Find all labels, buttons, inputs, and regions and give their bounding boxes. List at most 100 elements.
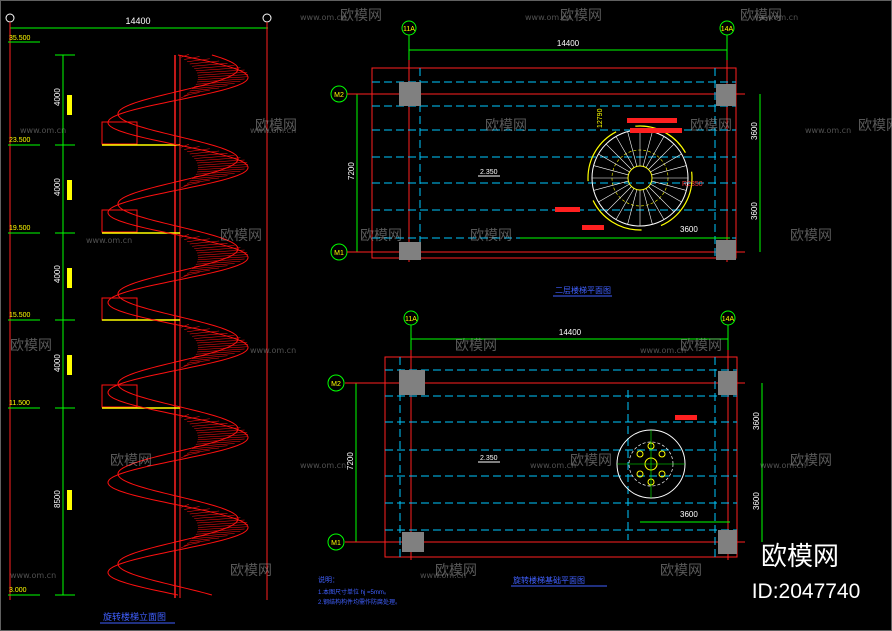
watermark-text: 欧模网 <box>340 8 382 24</box>
stair-tread <box>181 364 190 369</box>
stair-tread <box>195 157 241 162</box>
stair-tread <box>195 170 241 175</box>
watermark-text: 欧模网 <box>435 563 477 579</box>
watermark-text: 欧模网 <box>220 228 262 244</box>
upper-plan-title: 二层楼梯平面图 <box>555 285 611 295</box>
stair-tread <box>189 150 220 155</box>
stair-tread <box>194 533 235 537</box>
stair-tread <box>181 413 190 418</box>
watermark-site: www.om.cn <box>300 13 346 22</box>
svg-text:14A: 14A <box>722 316 735 323</box>
watermark-text: 欧模网 <box>858 118 892 134</box>
stair-tread <box>197 519 245 524</box>
stair-tread <box>184 452 200 456</box>
svg-text:23.500: 23.500 <box>9 137 31 144</box>
upper-bottom-dim: 3600 <box>680 225 698 234</box>
stair-tread <box>181 143 190 148</box>
stair-tread <box>195 260 241 265</box>
stair-tread <box>184 182 200 186</box>
upper-right-dim-2: 3600 <box>750 202 759 220</box>
watermark-site: www.om.cn <box>752 13 798 22</box>
stair-tread <box>184 506 200 510</box>
spiral-tread-line <box>645 188 665 220</box>
stair-tread <box>194 245 235 249</box>
stair-tread <box>187 418 210 423</box>
spiral-tread-line <box>627 189 638 225</box>
lower-right-dim-1: 3600 <box>752 412 761 430</box>
spiral-tread-line <box>642 189 653 225</box>
upper-columns <box>399 82 736 260</box>
level-mark-1: 35.500 <box>8 35 40 43</box>
watermark-text: 欧模网 <box>790 453 832 469</box>
stair-tread <box>189 357 220 362</box>
level-mark-2: 23.500 <box>8 137 40 146</box>
watermark-text: 欧模网 <box>740 8 782 24</box>
watermark-site: www.om.cn <box>10 571 56 580</box>
stair-tread <box>197 431 248 436</box>
svg-text:M2: M2 <box>334 92 344 99</box>
lower-right-dim-2: 3600 <box>752 492 761 510</box>
axis-bubble-m2-lower <box>327 374 345 392</box>
watermark-site: www.om.cn <box>420 571 466 580</box>
stair-tread <box>187 89 210 94</box>
lower-plan-title: 旋转楼梯基础平面图 <box>513 575 585 585</box>
stair-tread <box>197 521 248 526</box>
stair-tread <box>189 330 220 335</box>
lower-beams <box>385 357 737 557</box>
stair-tread <box>197 344 249 348</box>
stair-tread <box>195 337 241 342</box>
stair-tread <box>189 60 220 65</box>
elevation-title: 旋转楼梯立面图 <box>103 611 166 622</box>
stair-tread <box>189 177 220 182</box>
stair-tread <box>181 53 190 58</box>
spiral-tread-line <box>648 143 675 170</box>
stair-tread <box>192 445 228 450</box>
stair-tread <box>187 238 210 243</box>
spiral-tread-line <box>651 165 687 176</box>
watermark-site: www.om.cn <box>805 126 851 135</box>
watermark-text: 欧模网 <box>680 338 722 354</box>
watermark-site: www.om.cn <box>760 461 806 470</box>
spiral-tread-line <box>648 186 675 213</box>
level-mark-3: 19.500 <box>8 225 40 234</box>
stair-tread <box>194 65 235 69</box>
stair-tread <box>197 429 245 434</box>
pier-tag <box>675 415 697 420</box>
stair-tread <box>181 544 190 549</box>
span-dim-2: 4000 <box>53 178 62 196</box>
notes-line-1: 1.本图尺寸单位 hj =5mm。 <box>318 588 390 596</box>
stair-tread <box>194 335 235 339</box>
stair-tread <box>187 148 210 153</box>
stair-tread <box>197 346 248 351</box>
stair-tread <box>192 152 228 157</box>
upper-spiral-stair <box>587 125 693 231</box>
svg-text:11A: 11A <box>403 26 415 33</box>
lower-bottom-dim: 3600 <box>680 510 698 519</box>
watermark-site: www.om.cn <box>530 461 576 470</box>
stair-tread <box>184 272 200 276</box>
stair-tread <box>187 508 210 513</box>
stair-tread <box>197 256 248 261</box>
stair-tread <box>197 524 249 528</box>
spiral-tread-line <box>598 153 630 173</box>
stair-tread <box>192 62 228 67</box>
watermark-layer: 欧模网欧模网欧模网欧模网欧模网欧模网欧模网欧模网欧模网欧模网欧模网欧模网欧模网欧… <box>10 8 892 580</box>
stair-tread <box>195 247 241 252</box>
stair-tread <box>181 454 190 459</box>
watermark-text: 欧模网 <box>255 118 297 134</box>
stair-tread <box>197 249 245 254</box>
stair-tread <box>181 323 190 328</box>
lower-slab-outline <box>384 356 738 558</box>
stair-tread <box>197 78 245 83</box>
stair-tread <box>195 67 241 72</box>
lower-columns <box>399 370 737 554</box>
upper-top-dim: 14400 <box>557 39 580 48</box>
stair-tread <box>194 263 235 267</box>
upper-level-tag: 2.350 <box>480 169 498 176</box>
stair-tread <box>192 535 228 540</box>
stair-tread <box>197 339 245 344</box>
stair-tread <box>197 258 245 263</box>
watermark-text: 欧模网 <box>360 228 402 244</box>
stair-tread <box>184 416 200 420</box>
